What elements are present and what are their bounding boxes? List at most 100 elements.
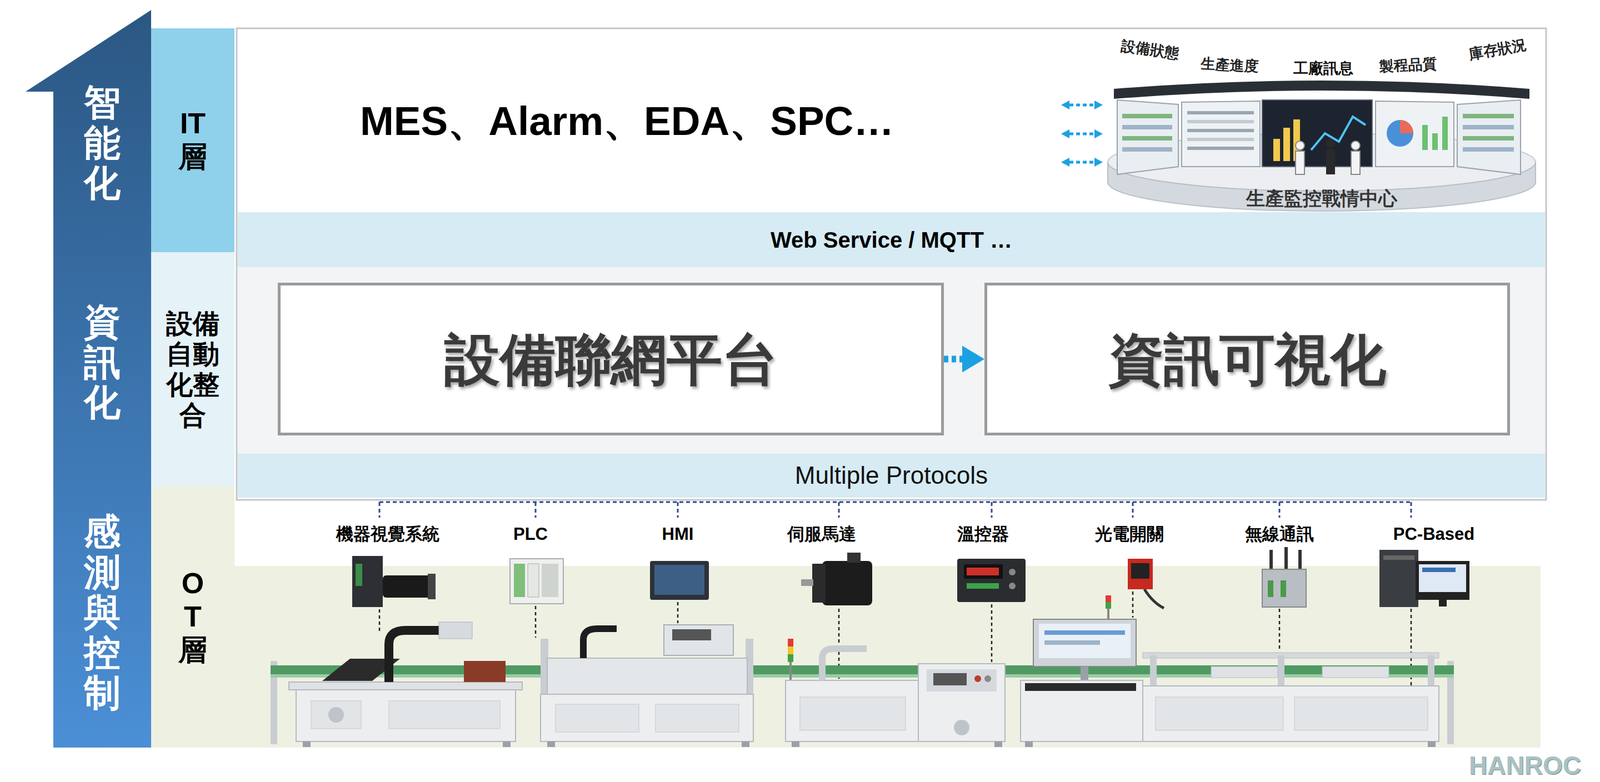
watermark: HANROC [1468, 751, 1582, 781]
arrow-head [1061, 100, 1070, 110]
tower-pole [789, 662, 792, 681]
motor-flange [812, 563, 826, 603]
screen-row [1187, 146, 1254, 150]
screen-row [1122, 125, 1173, 130]
screen-row [1187, 128, 1254, 133]
tower-pole [1107, 608, 1110, 620]
screen-header [1113, 80, 1530, 99]
lens-ring [427, 573, 436, 600]
drop-line [838, 502, 840, 518]
machine-body [785, 680, 919, 742]
display [963, 564, 1003, 579]
person [1295, 141, 1305, 150]
screen-row [1122, 147, 1173, 152]
box-title: 資訊可視化 [1108, 326, 1387, 393]
layer-label: OT層 [176, 567, 209, 667]
leg [547, 741, 555, 748]
monitor-stand [1438, 600, 1447, 607]
screen-row [1462, 136, 1514, 141]
layer-cell: 設備自動化整合 [151, 252, 235, 487]
sensor-body [1127, 558, 1153, 590]
leg [302, 741, 311, 748]
tower-light [787, 646, 794, 655]
leg [994, 741, 1003, 748]
chart-bar [1442, 116, 1448, 150]
machine-panel [655, 704, 739, 733]
screen-label: 製程品質 [1378, 55, 1438, 75]
dashboard-illustration [1107, 80, 1536, 212]
hmi-icon [650, 561, 709, 600]
device-label: 溫控器 [957, 524, 1009, 545]
screen [1375, 101, 1454, 167]
chart-bar [1422, 125, 1428, 150]
platform-box: 設備聯網平台 [277, 282, 944, 436]
display-screen [933, 673, 967, 686]
temperature-controller-icon [957, 558, 1026, 603]
pie-slice [1400, 120, 1414, 134]
person [1295, 151, 1305, 175]
ot-ground [234, 566, 1541, 748]
frame-post [1427, 655, 1435, 687]
drop-line [1410, 502, 1413, 518]
level-label: 資訊化 [83, 301, 121, 423]
machine-panel [388, 701, 500, 729]
arrow-head [1061, 157, 1070, 167]
robot-arm [388, 630, 445, 683]
protocol-band: Web Service / MQTT … [237, 212, 1545, 268]
leader [378, 609, 381, 634]
drop-line [991, 502, 993, 518]
plc-body [510, 558, 564, 604]
pc-detail [1383, 555, 1415, 560]
frame-post [1277, 655, 1285, 687]
level-label: 感測與控制 [83, 511, 121, 714]
button [974, 675, 982, 683]
gateway-body [1262, 569, 1307, 608]
screen-row [1044, 640, 1100, 645]
machine-panel [1294, 697, 1428, 731]
leader [677, 602, 679, 624]
motor-body [822, 561, 873, 606]
screen-row [1044, 630, 1125, 635]
button [1008, 582, 1016, 590]
person [1326, 138, 1335, 148]
chart-line [1311, 116, 1366, 150]
arrow-head [1094, 100, 1103, 110]
pie-chart [1386, 120, 1414, 147]
tower-light [787, 654, 794, 663]
monitor-screen [1038, 623, 1131, 659]
device-label: PLC [513, 524, 548, 545]
display-digits [966, 567, 999, 576]
machine-upper [547, 658, 748, 695]
leg [502, 741, 511, 748]
frame-post [1150, 655, 1157, 687]
production-line [270, 595, 1454, 748]
plc-icon [510, 558, 564, 604]
machine-panel [800, 697, 906, 731]
camera [382, 575, 434, 598]
screen-label: 設備狀態 [1120, 37, 1180, 63]
tower-light [787, 638, 794, 647]
motor-shaft [801, 579, 814, 587]
machine-panel [1155, 697, 1284, 731]
screen-row [1122, 136, 1173, 141]
display-digits [966, 583, 999, 589]
antenna [1298, 550, 1302, 572]
button [1008, 568, 1016, 576]
drop-line [1278, 502, 1281, 518]
drop-line [378, 502, 381, 518]
vision-system-icon [352, 556, 436, 608]
sensor-face [1131, 563, 1150, 579]
motor-connector [847, 552, 861, 563]
device-label: 伺服馬達 [787, 524, 857, 545]
machine-body [1142, 686, 1439, 742]
screen [1457, 100, 1521, 175]
antenna [1269, 550, 1273, 572]
controller-body [957, 558, 1026, 603]
machine-panel [555, 704, 639, 733]
arrow-head [1094, 129, 1103, 139]
device-label: 光電開關 [1095, 524, 1164, 545]
pc-box [1379, 550, 1419, 608]
person [1326, 148, 1335, 175]
machine-body [296, 688, 516, 742]
device-label: 機器視覺系統 [336, 524, 440, 545]
